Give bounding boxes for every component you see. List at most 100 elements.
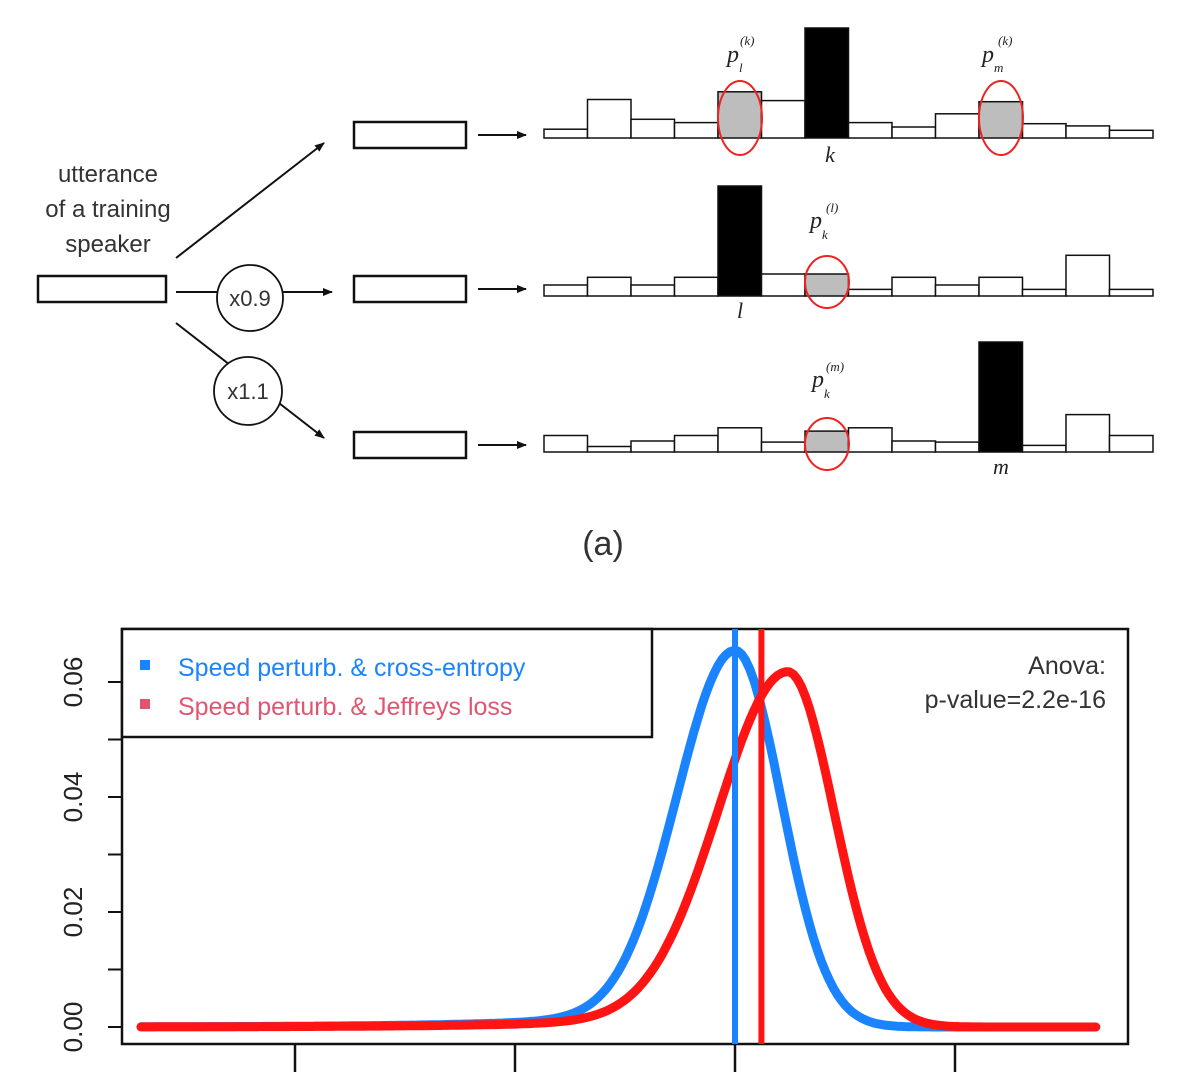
svg-text:k: k <box>822 227 828 242</box>
source-label-line3: speaker <box>65 231 150 258</box>
encoder-box-original <box>352 120 468 150</box>
peak-label-m: m <box>993 454 1009 479</box>
arrow-to-original <box>175 142 325 259</box>
histogram-mid-bar-9 <box>934 284 980 297</box>
legend-swatch-cross-entropy <box>140 660 150 670</box>
histogram-top-bar-2 <box>630 118 676 139</box>
histogram-mid-bar-4 <box>717 185 763 297</box>
histogram-top <box>543 27 1154 139</box>
svg-text:(l): (l) <box>826 200 838 215</box>
density-curve-1 <box>136 667 1101 1032</box>
histogram-mid-bar-6 <box>804 273 850 297</box>
svg-text:(m): (m) <box>826 359 844 374</box>
factor-circle-fast <box>213 356 283 426</box>
legend-swatch-jeffreys <box>140 699 150 709</box>
y-tick-label: 0.06 <box>58 657 88 708</box>
svg-text:p: p <box>725 42 739 68</box>
histogram-bot-bar-8 <box>891 440 937 453</box>
histogram-bot-bar-13 <box>1108 434 1154 453</box>
factor-slow-label: x0.9 <box>229 286 271 311</box>
diagram-panel: utterance of a training speaker x0.9 x1.… <box>36 27 1154 563</box>
svg-text:l: l <box>739 60 743 75</box>
highlight-ellipse-top-b <box>978 80 1024 156</box>
highlight-ellipse-top-a <box>717 80 763 156</box>
svg-text:(k): (k) <box>998 33 1012 48</box>
histogram-mid-bar-0 <box>543 284 589 297</box>
svg-text:p: p <box>808 208 822 234</box>
histogram-mid-bar-11 <box>1021 288 1067 297</box>
histogram-top-bar-6 <box>804 27 850 139</box>
histogram-top-bar-9 <box>934 113 980 139</box>
factor-circle-slow <box>216 264 284 332</box>
histogram-top-bar-7 <box>847 121 893 139</box>
histogram-mid <box>543 185 1154 297</box>
histogram-mid-bar-12 <box>1065 254 1111 297</box>
y-tick-label: 0.04 <box>58 772 88 823</box>
peak-label-l: l <box>737 298 743 323</box>
histogram-bot-bar-9 <box>934 441 980 453</box>
histogram-top-bar-13 <box>1108 129 1154 139</box>
histogram-bot-bar-1 <box>586 445 632 453</box>
histogram-bot-bar-0 <box>543 434 589 453</box>
histogram-top-bar-4 <box>717 91 763 139</box>
legend: Speed perturb. & cross-entropy Speed per… <box>120 627 654 739</box>
histogram-mid-bar-1 <box>586 276 632 297</box>
svg-text:p: p <box>980 42 994 68</box>
svg-text:p: p <box>810 367 824 393</box>
histogram-top-bar-5 <box>760 99 806 139</box>
annotation-anova: Anova: <box>1028 652 1106 680</box>
y-axis: 0.00 0.02 0.04 0.06 <box>58 657 123 1053</box>
histogram-top-bar-0 <box>543 128 589 139</box>
histogram-top-bar-8 <box>891 126 937 139</box>
legend-box <box>120 627 654 739</box>
y-tick-label: 0.00 <box>58 1002 88 1053</box>
histogram-top-bar-12 <box>1065 125 1111 139</box>
histogram-mid-bar-8 <box>891 276 937 297</box>
legend-label-jeffreys: Speed perturb. & Jeffreys loss <box>178 693 512 721</box>
histogram-mid-bar-2 <box>630 284 676 297</box>
svg-text:k: k <box>824 386 830 401</box>
source-label-line2: of a training <box>45 196 170 223</box>
histogram-bot-bar-11 <box>1021 444 1067 453</box>
encoder-box-fast <box>352 430 468 460</box>
prob-label-top-b: p m (k) <box>980 33 1012 75</box>
histogram-bot-bar-7 <box>847 427 893 453</box>
highlight-ellipse-mid <box>804 255 850 309</box>
peak-label-k: k <box>825 142 836 167</box>
histogram-bot-bar-5 <box>760 441 806 453</box>
source-label-line1: utterance <box>58 161 158 188</box>
prob-label-mid: p k (l) <box>808 200 838 242</box>
panel-caption: (a) <box>582 525 624 563</box>
y-tick-label: 0.02 <box>58 887 88 938</box>
histogram-bot-bar-10 <box>978 341 1024 453</box>
histogram-bot-bar-2 <box>630 440 676 453</box>
density-chart: 0.00 0.02 0.04 0.06 Speed perturb. & cross-… <box>58 627 1130 1072</box>
encoder-box-slow <box>352 274 468 304</box>
annotation-pvalue: p-value=2.2e-16 <box>925 686 1106 714</box>
histogram-mid-bar-7 <box>847 288 893 297</box>
highlight-ellipse-bot <box>804 417 850 471</box>
source-utterance-box <box>36 274 168 304</box>
histogram-top-bar-3 <box>673 121 719 139</box>
histogram-top-bar-1 <box>586 98 632 139</box>
svg-text:m: m <box>994 60 1003 75</box>
histogram-bot-bar-4 <box>717 427 763 453</box>
histogram-bot-bar-3 <box>673 434 719 453</box>
histogram-mid-bar-5 <box>760 273 806 297</box>
histogram-mid-bar-13 <box>1108 288 1154 297</box>
histogram-bot-bar-6 <box>804 430 850 453</box>
histogram-bot-bar-12 <box>1065 413 1111 453</box>
svg-text:(k): (k) <box>740 33 754 48</box>
factor-fast-label: x1.1 <box>227 379 269 404</box>
histogram-mid-bar-3 <box>673 276 719 297</box>
legend-label-cross-entropy: Speed perturb. & cross-entropy <box>178 654 526 682</box>
x-axis <box>293 1044 957 1072</box>
series-layer <box>136 629 1101 1044</box>
prob-label-bot: p k (m) <box>810 359 844 401</box>
histogram-top-bar-11 <box>1021 122 1067 139</box>
prob-label-top-a: p l (k) <box>725 33 754 75</box>
histogram-bot <box>543 341 1154 453</box>
histogram-top-bar-10 <box>978 100 1024 139</box>
histogram-mid-bar-10 <box>978 276 1024 297</box>
